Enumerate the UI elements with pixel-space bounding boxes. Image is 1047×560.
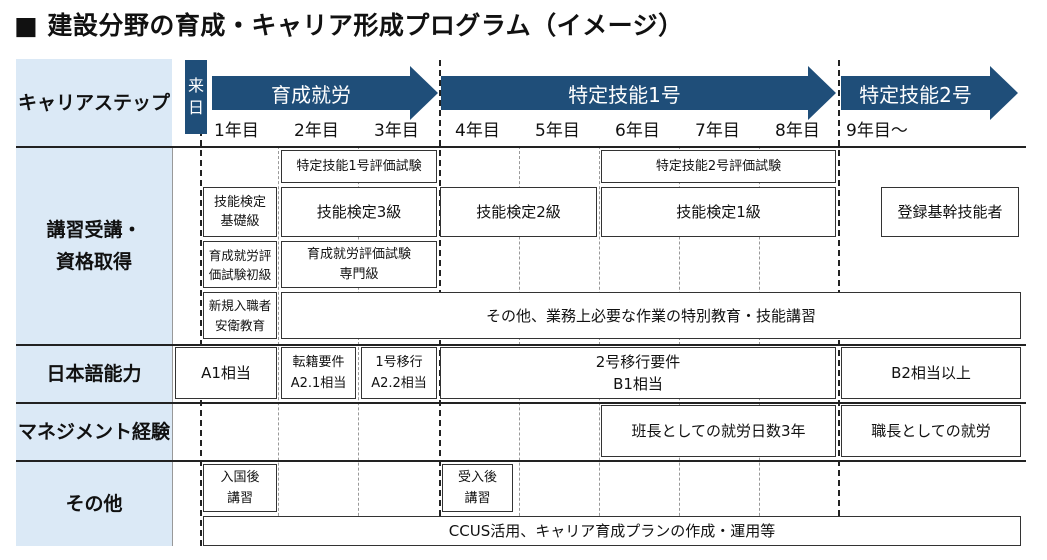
- year-label: 5年目: [535, 121, 580, 141]
- box-kikan: 登録基幹技能者: [881, 187, 1019, 237]
- box-ikusei-shokyu: 育成就労評 価試験初級: [203, 241, 277, 288]
- box-tenseki: 転籍要件 A2.1相当: [281, 347, 356, 399]
- row-label-career: キャリアステップ: [16, 59, 172, 146]
- year-label: 9年目～: [846, 121, 908, 141]
- arrow-ikusei: [212, 66, 438, 120]
- year-label: 8年目: [775, 121, 820, 141]
- row-label-other: その他: [16, 462, 172, 546]
- box-tokutei1-exam: 特定技能1号評価試験: [281, 150, 437, 183]
- arrow-tokutei2: [841, 66, 1018, 120]
- grid-line-arrival: [200, 60, 202, 546]
- box-shokucho: 職長としての就労: [841, 405, 1021, 457]
- row-label-training: 講習受講・ 資格取得: [16, 148, 172, 344]
- grid-line: [519, 146, 520, 546]
- box-ikusei-senmon: 育成就労評価試験 専門級: [281, 241, 437, 288]
- year-label: 6年目: [615, 121, 660, 141]
- grid-line: [172, 146, 173, 546]
- arrow-label-ikusei: 育成就労: [271, 82, 351, 107]
- arrow-tokutei1: [441, 66, 836, 120]
- arrow-label-tokutei1: 特定技能1号: [568, 82, 681, 107]
- box-ginou-1: 技能検定1級: [601, 187, 836, 237]
- grid-line: [679, 146, 680, 546]
- box-nyukoku: 入国後 講習: [203, 464, 277, 512]
- box-ginou-2: 技能検定2級: [440, 187, 597, 237]
- box-ccus: CCUS活用、キャリア育成プランの作成・運用等: [203, 516, 1021, 546]
- grid-line: [759, 146, 760, 546]
- row-label-management: マネジメント経験: [16, 404, 172, 460]
- grid-line: [278, 146, 279, 546]
- box-tokutei2-exam: 特定技能2号評価試験: [601, 150, 836, 183]
- row-separator: [16, 146, 1026, 148]
- year-label: 1年目: [214, 121, 259, 141]
- row-separator: [16, 344, 1026, 346]
- box-iko2: 2号移行要件 B1相当: [440, 347, 836, 399]
- row-separator: [16, 460, 1026, 462]
- arrival-marker: 来 日: [185, 60, 207, 134]
- box-shinki: 新規入職者 安衛教育: [203, 292, 277, 339]
- page-title: ■ 建設分野の育成・キャリア形成プログラム（イメージ）: [14, 11, 684, 40]
- row-separator: [16, 402, 1026, 404]
- box-iko1: 1号移行 A2.2相当: [361, 347, 437, 399]
- box-ukeire: 受入後 講習: [442, 464, 513, 512]
- year-label: 7年目: [695, 121, 740, 141]
- grid-line: [358, 146, 359, 546]
- box-ginou-3: 技能検定3級: [281, 187, 437, 237]
- box-a1: A1相当: [175, 347, 277, 399]
- box-ginou-kiso: 技能検定 基礎級: [203, 187, 277, 237]
- row-label-japanese: 日本語能力: [16, 346, 172, 402]
- year-label: 4年目: [455, 121, 500, 141]
- year-label: 3年目: [374, 121, 419, 141]
- box-hancho: 班長としての就労日数3年: [601, 405, 836, 457]
- year-label: 2年目: [294, 121, 339, 141]
- arrow-label-tokutei2: 特定技能2号: [859, 82, 972, 107]
- grid-line: [599, 146, 600, 546]
- box-sonota-kyoiku: その他、業務上必要な作業の特別教育・技能講習: [281, 292, 1021, 339]
- box-b2: B2相当以上: [841, 347, 1021, 399]
